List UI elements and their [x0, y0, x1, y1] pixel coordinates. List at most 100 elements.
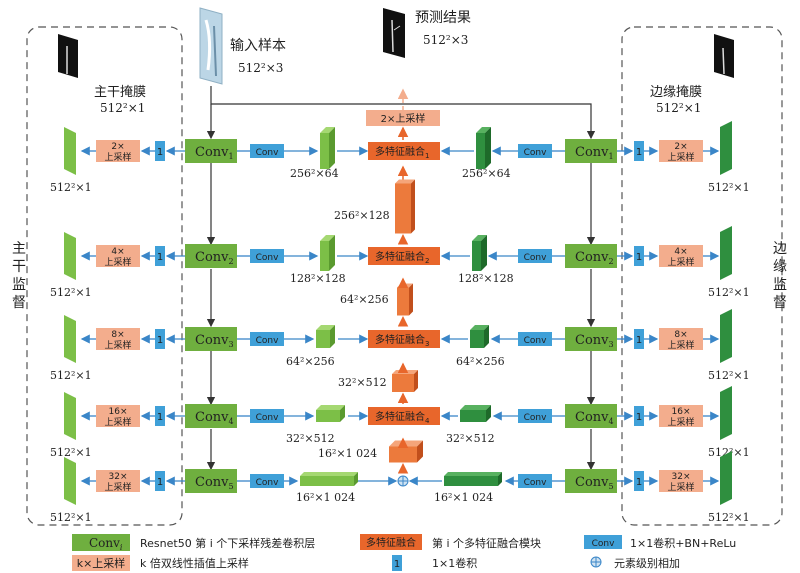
left-conv-bn-label: Conv	[256, 253, 279, 263]
legend-conv-label: Conv	[592, 539, 615, 549]
right-conv-bn-label: Conv	[524, 413, 547, 423]
right-conv-bn-block	[518, 144, 552, 158]
edge-output-map	[720, 121, 732, 175]
left-conv-block	[185, 469, 237, 493]
trunk-output-size: 512²×1	[50, 181, 92, 194]
left-feature-map	[316, 405, 345, 422]
fusion-module	[368, 247, 440, 265]
left-upsample-text: 上采样	[104, 416, 131, 428]
right-upsample-text: 上采样	[667, 481, 694, 493]
left-feature-map	[320, 235, 335, 271]
right-supervision-panel	[621, 26, 783, 526]
input-sample-image	[199, 7, 223, 85]
edge-output-size: 512²×1	[708, 511, 750, 524]
legend-fusion-desc: 第 i 个多特征融合模块	[432, 536, 541, 550]
left-upsample-factor: 2×	[111, 142, 124, 152]
right-feature-map	[470, 325, 489, 348]
input-route-line	[210, 86, 596, 140]
left-conv-label: Conv2	[195, 250, 234, 266]
left-upsample-block	[96, 470, 140, 492]
legend-one-desc: 1×1卷积	[432, 556, 477, 570]
left-feature-size: 16²×1 024	[296, 491, 355, 504]
left-upsample-factor: 16×	[109, 407, 128, 417]
right-conv-bn-block	[518, 332, 552, 346]
right-upsample-factor: 32×	[672, 472, 691, 482]
left-conv-bn-label: Conv	[256, 478, 279, 488]
right-conv-block	[565, 244, 617, 268]
edge-output-size: 512²×1	[708, 286, 750, 299]
fusion-label: 多特征融合1	[375, 145, 429, 160]
right-feature-size: 32²×512	[446, 432, 495, 445]
trunk-output-map	[64, 232, 76, 280]
edge-output-map	[720, 226, 732, 280]
output-size: 512²×3	[423, 33, 468, 47]
trunk-output-size: 512²×1	[50, 511, 92, 524]
legend-one-box	[392, 555, 402, 571]
legend-conv-box	[584, 535, 622, 549]
legend-conv-i-desc: Resnet50 第 i 个下采样残差卷积层	[140, 536, 315, 550]
fusion-stack-feature: 64²×256	[340, 277, 413, 327]
right-feature-size: 128²×128	[458, 272, 514, 285]
left-feature-size: 32²×512	[286, 432, 335, 445]
left-upsample-factor: 32×	[109, 472, 128, 482]
right-conv-bn-label: Conv	[524, 148, 547, 158]
legend-upsample-box	[72, 555, 130, 571]
left-upsample-text: 上采样	[104, 151, 131, 163]
fusion-stack-size: 256²×128	[334, 209, 390, 222]
right-conv-bn-label: Conv	[524, 478, 547, 488]
legend-conv-desc: 1×1卷积+BN+ReLu	[630, 536, 736, 550]
fusion-stack-size: 16²×1 024	[318, 447, 377, 460]
right-conv-label: Conv2	[575, 250, 614, 266]
edge-output-map	[720, 309, 732, 363]
right-upsample-factor: 16×	[672, 407, 691, 417]
trunk-output-size: 512²×1	[50, 286, 92, 299]
trunk-mask-size: 512²×1	[100, 101, 145, 115]
fusion-module	[368, 330, 440, 348]
right-conv-label: Conv4	[575, 410, 614, 426]
left-upsample-text: 上采样	[104, 339, 131, 351]
left-one-conv-label: 1	[157, 477, 163, 488]
right-upsample-block	[659, 405, 703, 427]
edge-output-size: 512²×1	[708, 369, 750, 382]
left-conv-bn-block	[250, 249, 284, 263]
left-upsample-block	[96, 140, 140, 162]
fusion-stack-feature: 256²×128	[334, 165, 415, 245]
top-upsample-box	[366, 110, 440, 126]
right-conv-block	[565, 327, 617, 351]
left-conv-block	[185, 244, 237, 268]
right-feature-size: 256²×64	[462, 167, 511, 180]
edge-mask-label: 边缘掩膜	[650, 85, 702, 100]
legend-upsample-label: k×上采样	[77, 556, 126, 570]
right-conv-label: Conv5	[575, 475, 614, 491]
right-upsample-factor: 4×	[674, 247, 687, 257]
edge-output-map	[720, 451, 732, 505]
left-feature-size: 128²×128	[290, 272, 346, 285]
left-one-conv	[155, 141, 165, 161]
right-conv-bn-block	[518, 409, 552, 423]
edge-mask-image	[714, 34, 734, 78]
left-feature-map	[300, 472, 358, 486]
right-upsample-block	[659, 140, 703, 162]
left-supervision-panel	[26, 26, 183, 526]
prediction-image	[383, 8, 405, 58]
edge-output-size: 512²×1	[708, 446, 750, 459]
fusion-stack-feature: 32²×512	[338, 362, 418, 404]
trunk-output-size: 512²×1	[50, 369, 92, 382]
left-feature-map	[316, 325, 335, 348]
left-conv-label: Conv3	[195, 333, 234, 349]
legend-fusion-label: 多特征融合	[366, 536, 416, 549]
right-feature-map	[476, 127, 491, 169]
edge-supervision-char: 缘	[773, 259, 787, 275]
right-upsample-factor: 8×	[674, 330, 687, 340]
right-conv-label: Conv3	[575, 333, 614, 349]
trunk-mask-image	[58, 34, 78, 78]
left-one-conv	[155, 471, 165, 491]
right-upsample-block	[659, 328, 703, 350]
trunk-output-map	[64, 457, 76, 505]
right-conv-label: Conv1	[575, 145, 614, 161]
trunk-output-map	[64, 127, 76, 175]
right-one-conv-label: 1	[636, 252, 642, 263]
right-one-conv-label: 1	[636, 335, 642, 346]
